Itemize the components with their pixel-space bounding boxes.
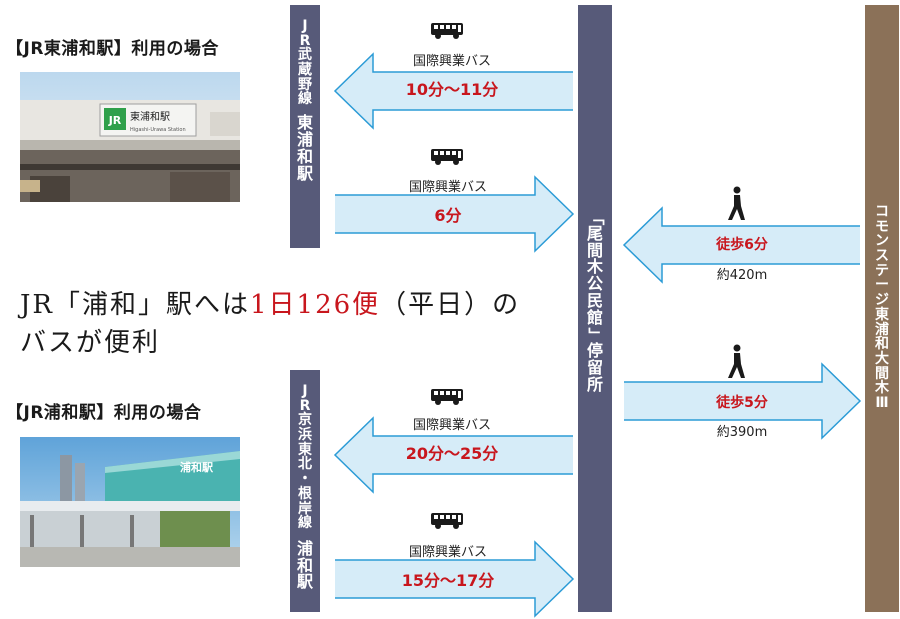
bus-stop-name: 「尾間木公民館」停留所 <box>586 209 606 394</box>
walk-2-distance: 約390m <box>716 425 768 440</box>
route-3-time: 20分～25分 <box>405 444 499 463</box>
bus-icon <box>430 22 464 44</box>
station-photo-illustration: 浦和駅 <box>20 437 240 567</box>
svg-text:JR: JR <box>108 114 122 127</box>
promo-text: JR「浦和」駅へは1日126便（平日）の バスが便利 <box>20 286 520 362</box>
route-1-label: 国際興業バス <box>412 54 491 69</box>
route-2-time: 6分 <box>434 206 462 225</box>
section-heading-urawa: 【JR浦和駅】利用の場合 <box>6 403 202 423</box>
route-2-label: 国際興業バス <box>408 180 487 195</box>
station-sign-romaji: Higashi-Urawa Station <box>130 127 186 133</box>
station-name-urawa: 浦和駅 <box>296 538 313 592</box>
walk-route-arrow-2 <box>624 362 862 440</box>
urawa-station-photo: 浦和駅 <box>20 437 240 567</box>
bus-icon <box>430 148 464 170</box>
route-1-time: 10分～11分 <box>405 80 499 99</box>
bus-route-arrow-2 <box>335 175 575 253</box>
walk-1-distance: 約420m <box>716 268 768 283</box>
walk-1-time: 徒歩6分 <box>716 237 768 253</box>
bus-route-arrow-1 <box>333 52 573 130</box>
section-heading-higashi-urawa: 【JR東浦和駅】利用の場合 <box>6 39 219 59</box>
promo-highlight: 1日126便 <box>250 290 381 320</box>
walk-route-arrow-1 <box>622 206 860 284</box>
promo-prefix: JR「浦和」駅へは <box>20 290 250 320</box>
promo-line-1: JR「浦和」駅へは1日126便（平日）の <box>20 286 520 324</box>
bus-icon <box>430 388 464 410</box>
bus-route-arrow-3 <box>333 416 573 494</box>
walking-person-icon <box>726 344 746 384</box>
walk-2-time: 徒歩5分 <box>716 395 768 411</box>
walking-person-icon <box>726 186 746 226</box>
bus-route-arrow-4 <box>335 540 575 618</box>
promo-suffix: （平日）の <box>380 290 521 320</box>
route-4-label: 国際興業バス <box>408 545 487 560</box>
promo-line-2: バスが便利 <box>20 328 161 358</box>
station-photo-illustration: JR 東浦和駅 Higashi-Urawa Station <box>20 72 240 202</box>
route-3-label: 国際興業バス <box>412 418 491 433</box>
bus-stop-bar: 「尾間木公民館」停留所 <box>578 5 612 612</box>
route-4-time: 15分～17分 <box>401 571 495 590</box>
station-sign-text: 浦和駅 <box>180 460 213 474</box>
station-name-higashi-urawa: 東浦和駅 <box>296 113 313 183</box>
bus-icon <box>430 512 464 534</box>
higashi-urawa-station-photo: JR 東浦和駅 Higashi-Urawa Station <box>20 72 240 202</box>
station-sign-text: 東浦和駅 <box>130 110 170 123</box>
